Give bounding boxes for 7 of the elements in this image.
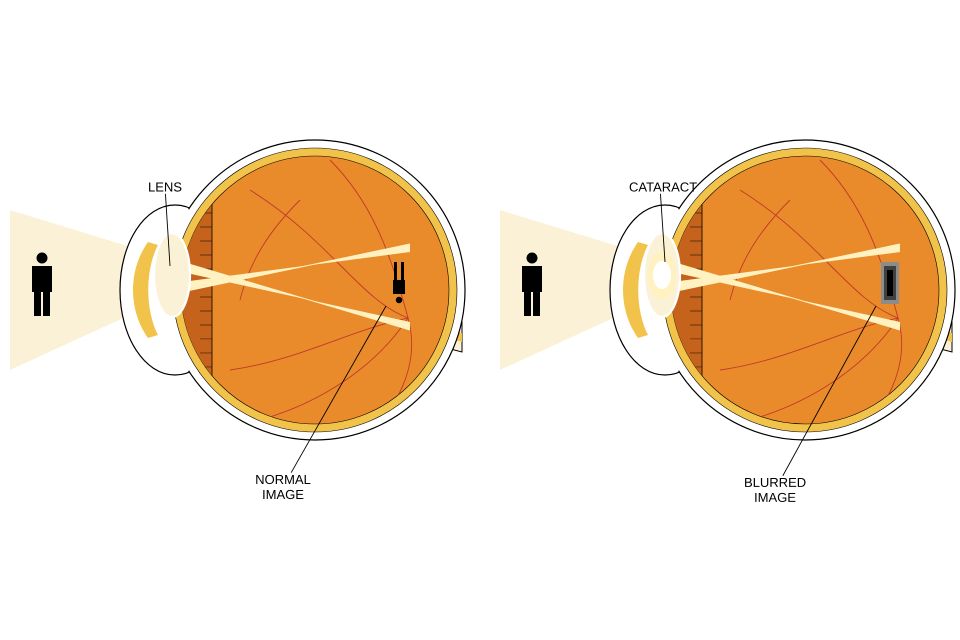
callout-label: NORMAL IMAGE [256, 474, 310, 500]
callout-label: BLURRED IMAGE [745, 478, 806, 502]
leader-line [782, 306, 876, 476]
leader-line [290, 306, 386, 474]
leader-line [164, 193, 170, 266]
callout-label: LENS [149, 182, 182, 192]
callout-label: CATARACT [630, 182, 697, 192]
